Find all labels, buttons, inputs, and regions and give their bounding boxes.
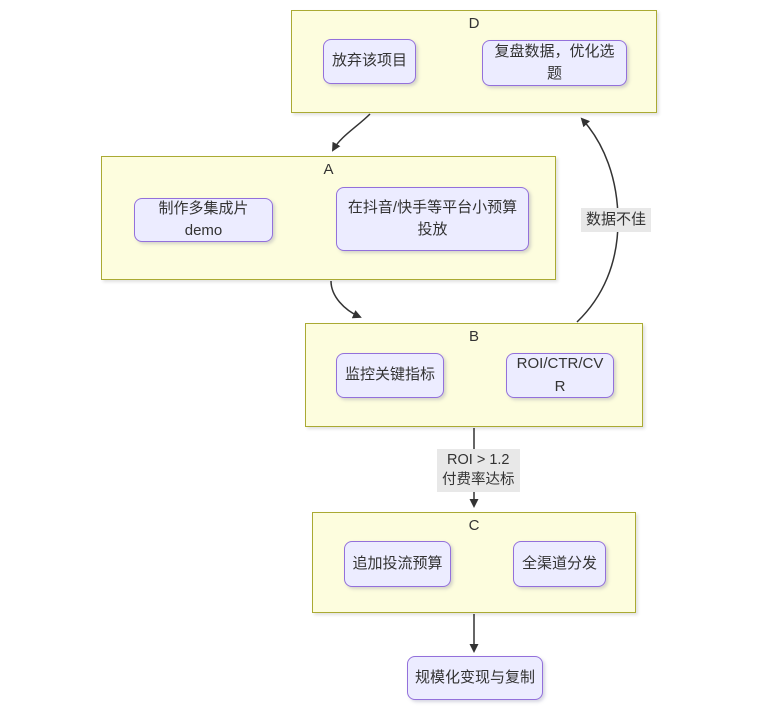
node-monitor-metrics: 监控关键指标: [336, 353, 444, 398]
node-increase-ad-budget: 追加投流预算: [344, 541, 451, 587]
node-scale-monetization-label: 规模化变现与复制: [414, 668, 535, 686]
group-b-label: B: [468, 328, 479, 345]
group-c: C 追加投流预算 全渠道分发: [312, 512, 636, 613]
node-review-data-optimize-topic-label: 复盘数据，优化选题: [494, 42, 615, 83]
edge-label-roi-line1: ROI > 1.2: [447, 452, 510, 468]
group-c-label: C: [468, 517, 480, 534]
edge-label-roi-line2: 付费率达标: [442, 471, 515, 488]
node-monitor-metrics-label: 监控关键指标: [344, 366, 435, 384]
node-abandon-project: 放弃该项目: [323, 39, 416, 84]
group-d-label: D: [468, 15, 480, 32]
node-abandon-project-label: 放弃该项目: [331, 52, 407, 70]
edge-label-data-bad: 数据不佳: [581, 208, 652, 233]
node-all-channel-distribution-label: 全渠道分发: [521, 554, 597, 572]
node-roi-ctr-cvr-label: ROI/CTR/CVR: [516, 355, 604, 395]
node-all-channel-distribution: 全渠道分发: [513, 541, 606, 587]
edge-a-to-b: [330, 280, 362, 319]
edge-d-to-a: [332, 113, 371, 152]
node-small-budget-ads: 在抖音/快手等平台小预算投放: [336, 187, 529, 251]
edge-label-roi-condition: ROI > 1.2 付费率达标: [437, 449, 520, 493]
edge-label-data-bad-text: 数据不佳: [586, 211, 647, 228]
node-increase-ad-budget-label: 追加投流预算: [352, 554, 443, 572]
node-make-demo-label: 制作多集成片demo: [158, 199, 249, 240]
node-small-budget-ads-label: 在抖音/快手等平台小预算投放: [347, 198, 518, 239]
group-b: B 监控关键指标 ROI/CTR/CVR: [305, 323, 643, 427]
node-make-demo: 制作多集成片demo: [134, 198, 273, 242]
group-a-label: A: [323, 161, 334, 178]
group-a: A 制作多集成片demo 在抖音/快手等平台小预算投放: [101, 156, 556, 280]
node-review-data-optimize-topic: 复盘数据，优化选题: [482, 40, 627, 86]
node-scale-monetization: 规模化变现与复制: [407, 656, 543, 700]
group-d: D 放弃该项目 复盘数据，优化选题: [291, 10, 657, 113]
node-roi-ctr-cvr: ROI/CTR/CVR: [506, 353, 614, 398]
